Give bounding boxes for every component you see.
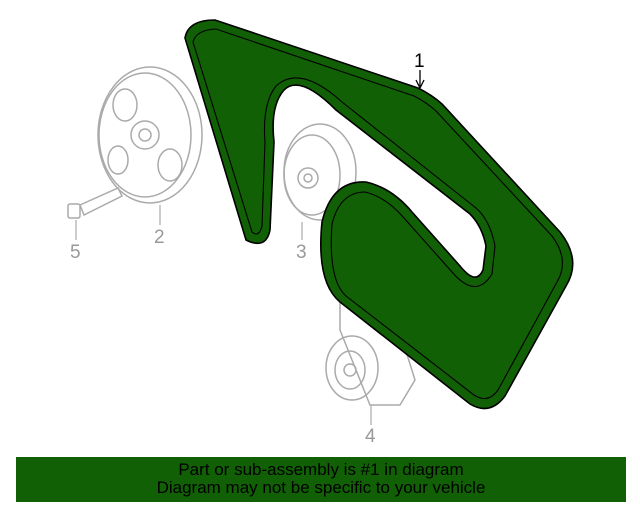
leader-lines bbox=[75, 205, 372, 425]
arrow-icon bbox=[415, 79, 425, 90]
banner-line-1: Part or sub-assembly is #1 in diagram bbox=[178, 460, 464, 479]
pulley-2 bbox=[97, 66, 203, 204]
pulley-3 bbox=[283, 123, 357, 221]
banner-line-2: Diagram may not be specific to your vehi… bbox=[156, 478, 486, 497]
callout-2[interactable]: 2 bbox=[154, 227, 165, 248]
callout-1[interactable]: 1 bbox=[414, 51, 425, 72]
callout-4[interactable]: 4 bbox=[365, 426, 376, 447]
serpentine-belt-1[interactable] bbox=[184, 19, 574, 410]
callout-5[interactable]: 5 bbox=[70, 242, 81, 263]
callout-3[interactable]: 3 bbox=[296, 242, 307, 263]
info-banner: Part or sub-assembly is #1 in diagram Di… bbox=[16, 457, 626, 502]
bolt-5 bbox=[67, 187, 124, 219]
